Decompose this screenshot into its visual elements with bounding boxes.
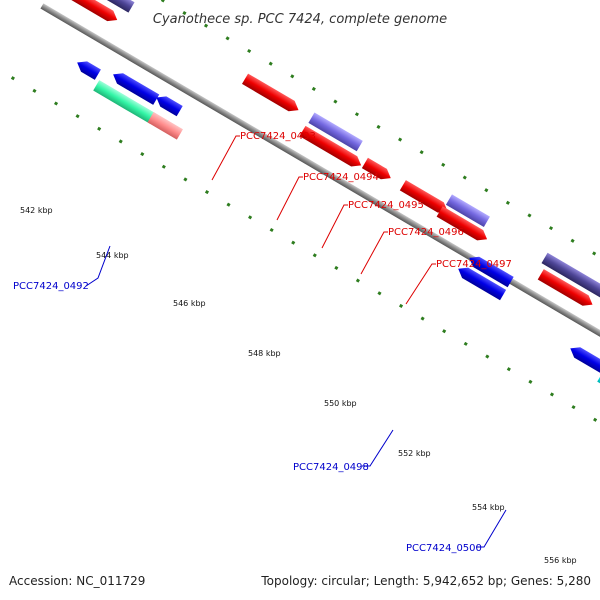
genome-summary-text: Topology: circular; Length: 5,942,652 bp… [260, 574, 591, 588]
accession-text: Accession: NC_011729 [9, 574, 145, 588]
leader-0498 [362, 429, 394, 467]
feature-green[interactable] [93, 80, 157, 124]
leader-0492 [85, 245, 111, 287]
tick-label: 552 kbp [398, 449, 431, 458]
leader-0497 [405, 263, 436, 305]
tick-label: 544 kbp [96, 251, 129, 260]
tick-label: 554 kbp [472, 503, 505, 512]
cds-reverse-0492[interactable] [110, 69, 160, 105]
leader-0493 [211, 135, 240, 181]
cds-reverse-0498a[interactable] [466, 253, 514, 288]
gene-label-0494[interactable]: PCC7424_0494 [303, 172, 379, 183]
cds-forward-0496[interactable] [399, 180, 451, 217]
gene-label-0500[interactable]: PCC7424_0500 [406, 543, 482, 554]
cds-reverse-0498[interactable] [455, 264, 507, 301]
gene-label-0493[interactable]: PCC7424_0493 [240, 131, 316, 142]
map-title: Cyanothece sp. PCC 7424, complete genome [153, 12, 447, 27]
cds-reverse-0500a[interactable] [567, 343, 600, 375]
gene-label-0498[interactable]: PCC7424_0498 [293, 462, 369, 473]
cds-reverse-b[interactable] [153, 92, 183, 117]
tick-label: 550 kbp [324, 399, 357, 408]
cds-reverse-a[interactable] [74, 57, 101, 80]
cds-forward-0493[interactable] [242, 73, 302, 116]
tick-label: 546 kbp [173, 299, 206, 308]
gene-label-0492[interactable]: PCC7424_0492 [13, 281, 89, 292]
feature-pink[interactable] [147, 112, 183, 140]
tick-label: 556 kbp [544, 556, 577, 565]
gene-label-0495[interactable]: PCC7424_0495 [348, 200, 424, 211]
leader-0495 [321, 204, 348, 249]
feature-light-purple-1[interactable] [308, 112, 363, 152]
leader-0496 [360, 231, 388, 275]
map-band [10, 0, 600, 449]
gene-label-0497[interactable]: PCC7424_0497 [436, 259, 512, 270]
label-leaders [85, 135, 507, 548]
cds-forward-0495[interactable] [361, 157, 394, 184]
cds-forward-b[interactable] [537, 269, 596, 310]
leader-0494 [276, 176, 303, 221]
feature-light-purple-2[interactable] [445, 194, 490, 227]
feature-purple-2[interactable] [541, 252, 600, 300]
tick-label: 542 kbp [20, 206, 53, 215]
leader-0500 [476, 509, 507, 548]
cds-forward[interactable] [65, 0, 120, 25]
feature-purple-1[interactable] [80, 0, 135, 13]
gene-label-0496[interactable]: PCC7424_0496 [388, 227, 464, 238]
cds-forward-0494[interactable] [299, 125, 364, 171]
tick-track-outer [74, 0, 600, 325]
cds-forward-0497[interactable] [436, 206, 491, 244]
tick-label: 548 kbp [248, 349, 281, 358]
genome-backbone [40, 3, 600, 384]
